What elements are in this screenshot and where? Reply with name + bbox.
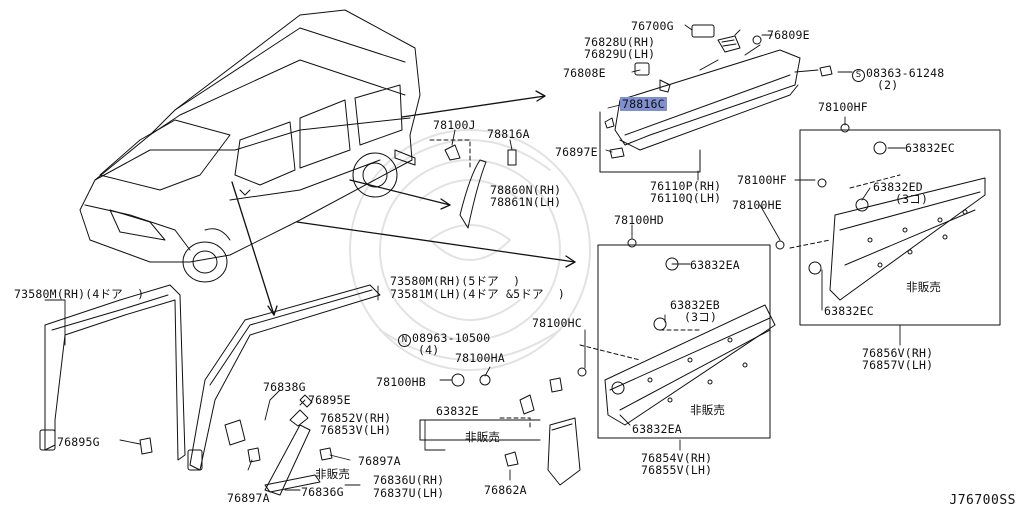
label-76829U: 76829U(LH) (584, 47, 656, 61)
front-lower-parts (419, 373, 581, 486)
label-73580M-right: 73580M(RH)(5ドア ) (390, 274, 521, 288)
label-76854V: 76854V(RH) (641, 451, 713, 465)
diagram-code: J76700SS (949, 493, 1016, 508)
rear-side-moulding (775, 123, 1001, 326)
label-bolt-qty: (2) (877, 78, 899, 92)
label-76862A: 76862A (484, 483, 527, 497)
label-76856V: 76856V(RH) (862, 346, 934, 360)
label-leaders (44, 24, 906, 491)
door-weatherstrips (39, 284, 381, 471)
label-76895G: 76895G (57, 435, 100, 449)
label-73580M-left: 73580M(RH)(4ドア ) (14, 287, 145, 301)
label-76897A-left: 76897A (227, 491, 270, 505)
label-hanbai-center: 非販売 (690, 403, 726, 417)
label-76837U: 76837U(LH) (373, 486, 445, 500)
upper-moulding-assembly (599, 24, 833, 173)
label-78100HF: 78100HF (818, 100, 868, 114)
label-76855V: 76855V(LH) (641, 463, 713, 477)
label-hanbai-small: 非販売 (315, 467, 351, 481)
label-78860N: 78860N(RH) (490, 183, 562, 197)
label-76828U: 76828U(RH) (584, 35, 656, 49)
leader-arrows (231, 90, 576, 316)
label-76895E: 76895E (308, 393, 351, 407)
corner-trim (224, 394, 333, 496)
label-78100HC: 78100HC (532, 316, 582, 330)
label-78816C: 78816C (620, 97, 667, 111)
label-76809E: 76809E (767, 28, 810, 42)
label-76700G: 76700G (631, 19, 674, 33)
label-63832EC-bottom: 63832EC (824, 304, 874, 318)
label-78100HB: 78100HB (376, 375, 426, 389)
label-63832EB: 63832EB (670, 298, 720, 312)
label-76808E: 76808E (563, 66, 606, 80)
label-76836U: 76836U(RH) (373, 473, 445, 487)
label-76853V: 76853V(LH) (320, 423, 392, 437)
middle-side-moulding (577, 238, 776, 439)
label-76852V: 76852V(RH) (320, 411, 392, 425)
label-63832EA-top: 63832EA (690, 258, 740, 272)
label-63832ED: 63832ED (873, 180, 923, 194)
label-63832EA-bottom: 63832EA (632, 422, 682, 436)
label-63832ED-qty: (3コ) (895, 192, 929, 206)
label-73581M-right: 73581M(LH)(4ドア &5ドア ) (390, 287, 566, 301)
label-63832E: 63832E (436, 404, 479, 418)
label-76857V: 76857V(LH) (862, 358, 934, 372)
highlighted-part-78816C[interactable]: 78816C (620, 97, 667, 111)
bolt-number: 08363-61248 (866, 66, 945, 80)
nut-circle-symbol: N (398, 334, 411, 347)
label-hanbai-right: 非販売 (906, 280, 942, 294)
label-78100HD: 78100HD (614, 213, 664, 227)
label-76836G: 76836G (301, 485, 344, 499)
label-78861N: 78861N(LH) (490, 195, 562, 209)
label-78100HE: 78100HE (732, 198, 782, 212)
label-hanbai-mid: 非販売 (465, 430, 501, 444)
nut-number: 08963-10500 (412, 331, 491, 345)
label-63832EB-qty: (3コ) (684, 310, 718, 324)
label-nut-qty: (4) (418, 343, 440, 357)
label-76110P: 76110P(RH) (650, 179, 722, 193)
label-78816A: 78816A (487, 127, 530, 141)
label-63832EC-top: 63832EC (905, 141, 955, 155)
label-78100HF-2: 78100HF (737, 173, 787, 187)
label-76897A-right: 76897A (358, 454, 401, 468)
label-76110Q: 76110Q(LH) (650, 191, 722, 205)
clip-parts (429, 139, 517, 229)
bolt-circle-symbol: S (852, 69, 865, 82)
label-78100J: 78100J (433, 118, 476, 132)
van-illustration (79, 9, 421, 283)
label-76897E: 76897E (555, 145, 598, 159)
label-76838G: 76838G (263, 380, 306, 394)
label-78100HA: 78100HA (455, 351, 505, 365)
